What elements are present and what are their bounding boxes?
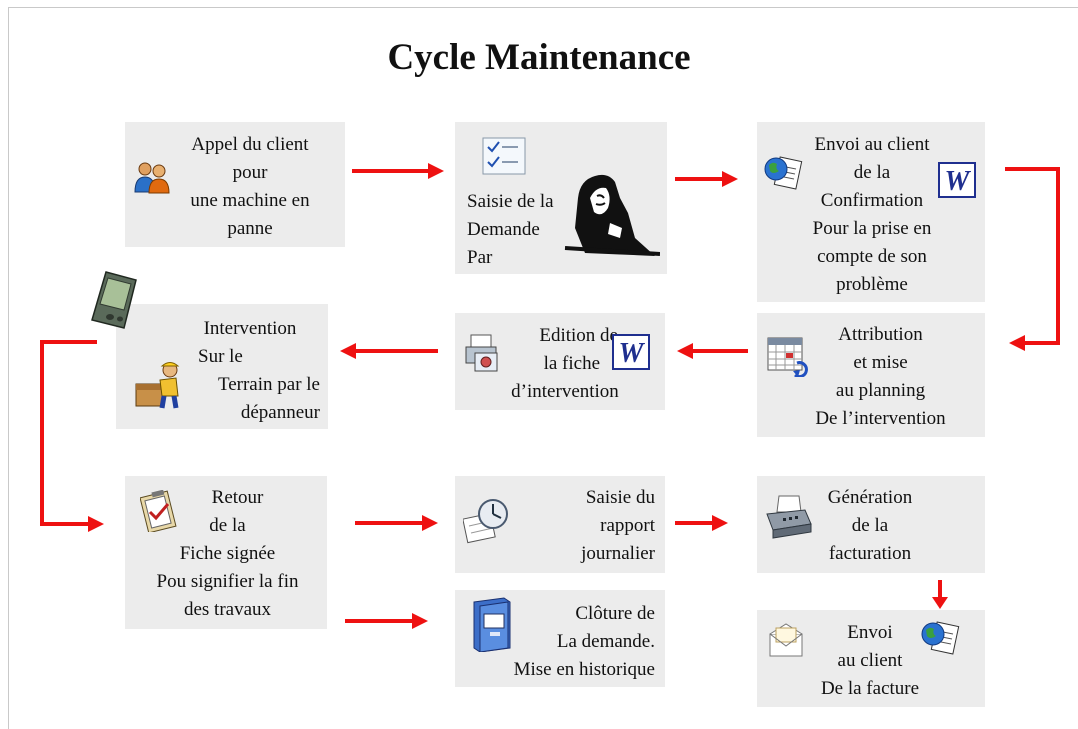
text-saisie-demande: Saisie de la Demande Par (467, 191, 554, 268)
globe-document-icon (921, 621, 960, 655)
fax-machine-icon (766, 495, 812, 539)
calendar-icon (767, 337, 808, 377)
svg-text:W: W (619, 338, 646, 369)
clipboard-icon (140, 490, 177, 532)
checklist-icon (482, 137, 526, 175)
globe-document-icon (764, 156, 803, 190)
phone-person-icon (564, 174, 660, 256)
text-envoi-confirmation: Envoi au client de la Confirmation Pour … (812, 134, 932, 295)
arrowhead-envoi-attribution (1009, 335, 1025, 351)
arrowhead-intervention-retour (88, 516, 104, 532)
clock-calendar-icon (463, 499, 508, 544)
envelope-icon (769, 623, 803, 657)
arrowhead-rapport-generation (712, 515, 728, 531)
text-cloture: Clôture de La demande. Mise en historiqu… (513, 603, 655, 680)
box-intervention (116, 304, 328, 429)
text-retour: Retour de la Fiche signée Pou signifier … (156, 487, 299, 620)
arrowhead-attribution-edition (677, 343, 693, 359)
arrowhead-retour-cloture (412, 613, 428, 629)
arrow-envoi-attribution (1005, 167, 1060, 345)
pda-icon (91, 271, 137, 329)
technician-icon (135, 362, 180, 409)
word-icon: W (938, 162, 976, 198)
arrowhead-retour-rapport (422, 515, 438, 531)
text-intervention: Intervention Sur le Terrain par le dépan… (198, 318, 320, 423)
text-generation: Génération de la facturation (827, 487, 913, 564)
text-rapport: Saisie du rapport journalier (581, 487, 655, 564)
arrow-intervention-retour (40, 340, 97, 526)
people-icon (134, 162, 170, 194)
text-edition: Edition de la fiche d’intervention (511, 325, 619, 402)
arrowhead-generation-facture (932, 597, 948, 609)
text-envoi-facture: Envoi au client De la facture (820, 622, 920, 699)
printer-document-icon (465, 334, 498, 372)
text-appel: Appel du client pour une machine en pann… (190, 134, 310, 239)
frame-border-top (8, 7, 1078, 8)
word-icon: W (612, 334, 650, 370)
file-cabinet-icon (473, 597, 511, 652)
arrowhead-saisie-envoi (722, 171, 738, 187)
text-attribution: Attribution et mise au planning De l’int… (815, 324, 946, 429)
arrowhead-edition-intervention (340, 343, 356, 359)
frame-border-left (8, 7, 9, 729)
box-envoi-confirmation (757, 122, 985, 302)
diagram-title: Cycle Maintenance (387, 37, 691, 78)
arrowhead-appel-saisie (428, 163, 444, 179)
svg-text:W: W (945, 166, 972, 197)
